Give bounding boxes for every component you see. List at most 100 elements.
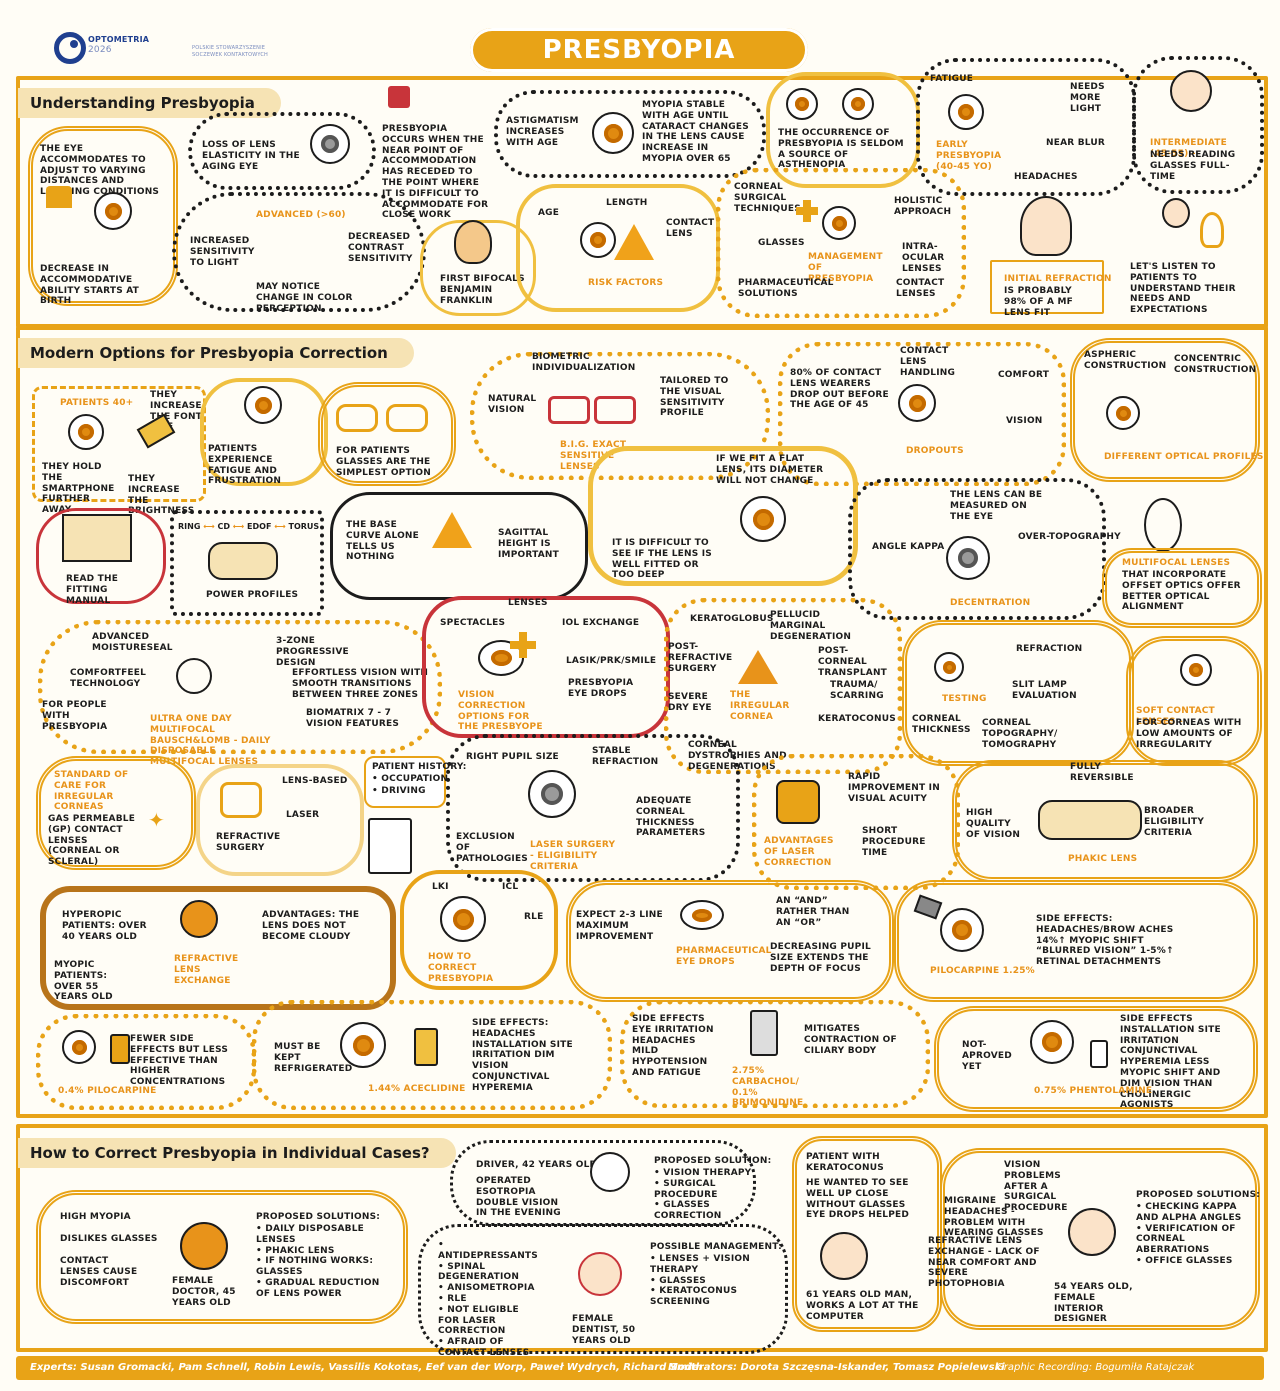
occurs-when-text: PRESBYOPIA OCCURS WHEN THE NEAR POINT OF… bbox=[382, 124, 489, 221]
decentration-cloud bbox=[848, 478, 1106, 620]
individual-frame bbox=[16, 1124, 1268, 1352]
optical-profiles-label: DIFFERENT OPTICAL PROFILES bbox=[1104, 452, 1264, 462]
book-icon bbox=[388, 86, 410, 108]
myopic-text: MYOPIC PATIENTS: OVER 55 YEARS OLD bbox=[54, 960, 113, 1003]
vision-correction-label: VISION CORRECTION OPTIONS FOR THE PRESBY… bbox=[458, 690, 543, 733]
decreased-contrast-text: DECREASED CONTRAST SENSITIVITY bbox=[348, 232, 413, 264]
patients40-box bbox=[32, 386, 206, 502]
section-understanding: Understanding Presbyopia bbox=[18, 88, 281, 118]
footer-moderators: Moderators: Dorota Szczęsna-Iskander, To… bbox=[668, 1362, 1005, 1373]
page-title: PRESBYOPIA bbox=[470, 28, 808, 72]
pellucid-text: PELLUCID MARGINAL DEGENERATION bbox=[770, 610, 852, 642]
clipboard-icon bbox=[368, 818, 412, 874]
case1-item: • PHAKIC LENS bbox=[256, 1245, 335, 1256]
accommodation-cloud bbox=[28, 126, 178, 306]
face-glasses-icon bbox=[1170, 70, 1212, 112]
phent-bottle-icon bbox=[1090, 1040, 1108, 1068]
acec-eye-icon bbox=[340, 1022, 386, 1068]
severe-dry-text: SEVERE DRY EYE bbox=[668, 692, 712, 713]
asthenopia-text: THE OCCURRENCE OF PRESBYOPIA IS SELDOM A… bbox=[778, 128, 904, 171]
aspheric-text: ASPHERIC CONSTRUCTION bbox=[1084, 350, 1167, 371]
contact-lens-text: CONTACT LENS bbox=[666, 218, 715, 239]
slit-lamp-text: SLIT LAMP EVALUATION bbox=[1012, 680, 1077, 701]
section-modern: Modern Options for Presbyopia Correction bbox=[18, 338, 414, 368]
listener-face-icon bbox=[1162, 198, 1190, 228]
carbachol-label: 2.75% CARBACHOL/ 0.1% BRIMONIDINE bbox=[732, 1066, 804, 1109]
history-bubble bbox=[364, 756, 446, 808]
patients40-label: PATIENTS 40+ bbox=[60, 398, 134, 408]
case3-left-item: • ANTIDEPRESSANTS bbox=[438, 1240, 538, 1261]
side-acec-text: SIDE EFFECTS: HEADACHES INSTALLATION SIT… bbox=[472, 1018, 573, 1093]
initial-refraction-rest: IS PROBABLY 98% OF A MF LENS FIT bbox=[1004, 286, 1074, 318]
phakic-lens-icon bbox=[1038, 800, 1142, 840]
eye-glasses-icon bbox=[592, 112, 634, 154]
eye-right-icon bbox=[842, 88, 874, 120]
dropouts-cloud bbox=[778, 342, 1066, 486]
management-eye-icon bbox=[822, 206, 856, 240]
female-dentist-avatar bbox=[578, 1252, 622, 1296]
case2-title: PROPOSED SOLUTION: bbox=[654, 1156, 772, 1166]
case5-title: PROPOSED SOLUTIONS: bbox=[1136, 1190, 1261, 1200]
bottle-icon bbox=[110, 1034, 130, 1064]
case5-migraine: MIGRAINE HEADACHES - PROBLEM WITH WEARIN… bbox=[944, 1196, 1044, 1239]
measured-text: THE LENS CAN BE MEASURED ON THE EYE bbox=[950, 490, 1043, 522]
adv-laser-label: ADVANTAGES OF LASER CORRECTION bbox=[764, 836, 834, 868]
soft-cl-text: FOR CORNEAS WITH LOW AMOUNTS OF IRREGULA… bbox=[1136, 718, 1242, 750]
offset-lens-icon bbox=[1144, 498, 1182, 552]
read-manual-text: READ THE FITTING MANUAL bbox=[66, 574, 119, 606]
case1-items: • DAILY DISPOSABLE LENSES • PHAKIC LENS … bbox=[256, 1224, 386, 1300]
glasses-cloud bbox=[318, 382, 456, 486]
case5-item: • VERIFICATION OF CORNEAL ABERRATIONS bbox=[1136, 1223, 1236, 1256]
offset-cloud bbox=[1102, 548, 1262, 628]
decentered-eye-icon bbox=[946, 536, 990, 580]
soft-cl-label: SOFT CONTACT LENSES - bbox=[1136, 706, 1215, 727]
history-item-0: • OCCUPATION bbox=[372, 774, 449, 784]
headaches-text: HEADACHES bbox=[1014, 172, 1078, 182]
case3-left-item: • AFRAID OF CONTACT LENSES bbox=[438, 1337, 530, 1358]
laser-criteria-label: LASER SURGERY - ELIGIBILITY CRITERIA bbox=[530, 840, 616, 872]
pharm-drops-cloud bbox=[566, 880, 894, 1002]
case1-cloud bbox=[36, 1190, 408, 1324]
red-glasses-right-icon bbox=[594, 396, 636, 424]
aging-eye-icon bbox=[310, 124, 350, 164]
irregular-label: THE IRREGULAR CORNEA bbox=[730, 690, 790, 722]
eye-character-icon bbox=[94, 192, 132, 230]
case1-left-0: HIGH MYOPIA bbox=[60, 1212, 131, 1222]
not-aproved-text: NOT-APROVED YET bbox=[962, 1040, 1012, 1072]
early-eye-icon bbox=[948, 94, 984, 130]
length-text: LENGTH bbox=[606, 198, 648, 208]
base-warning-icon bbox=[432, 512, 472, 548]
phentolamine-label: 0.75% PHENTOLAMINE bbox=[1034, 1086, 1153, 1096]
lens-based-text: LENS-BASED bbox=[282, 776, 348, 786]
standard-care-label: STANDARD OF CARE FOR IRREGULAR CORNEAS bbox=[54, 770, 129, 813]
manual-book-icon bbox=[62, 514, 132, 562]
intermediate-rest: NEEDS READING GLASSES FULL-TIME bbox=[1150, 150, 1236, 182]
man-computer-avatar bbox=[820, 1232, 868, 1280]
refractive-surgery-label: REFRACTIVE SURGERY bbox=[216, 832, 281, 853]
pilo04-eye-icon bbox=[62, 1030, 96, 1064]
corneal-surgical-text: CORNEAL SURGICAL TECHNIQUES bbox=[734, 182, 801, 214]
post-corneal-text: POST-CORNEAL TRANSPLANT bbox=[818, 646, 888, 678]
history-title: PATIENT HISTORY: bbox=[372, 762, 467, 772]
phakic-label: PHAKIC LENS bbox=[1068, 854, 1138, 864]
hyperopic-text: HYPEROPIC PATIENTS: OVER 40 YEARS OLD bbox=[62, 910, 147, 942]
lens-drops-icon bbox=[176, 658, 212, 694]
holistic-text: HOLISTIC APPROACH bbox=[894, 196, 952, 217]
partner-line2: SOCZEWEK KONTAKTOWYCH bbox=[192, 52, 268, 58]
biometric-text: BIOMETRIC INDIVIDUALIZATION bbox=[532, 352, 636, 373]
pilo-eye-icon bbox=[940, 908, 984, 952]
right-pupil-text: RIGHT PUPIL SIZE bbox=[466, 752, 559, 762]
sensitivity-light-text: INCREASED SENSITIVITY TO LIGHT bbox=[190, 236, 255, 268]
corneal-thickness-text: CORNEAL THICKNESS bbox=[912, 714, 971, 735]
fully-rev-text: FULLY REVERSIBLE bbox=[1070, 762, 1134, 783]
profiles-eye-icon bbox=[1106, 396, 1140, 430]
case5-cloud bbox=[940, 1148, 1260, 1330]
tired-eye-icon bbox=[244, 386, 282, 424]
side-carb-text: SIDE EFFECTS EYE IRRITATION HEADACHES MI… bbox=[632, 1014, 714, 1078]
management-cloud bbox=[716, 168, 966, 318]
corneal-topo-text: CORNEAL TOPOGRAPHY/ TOMOGRAPHY bbox=[982, 718, 1058, 750]
case5-person: 54 YEARS OLD, FEMALE INTERIOR DESIGNER bbox=[1054, 1282, 1133, 1325]
rle-label: REFRACTIVE LENS EXCHANGE bbox=[174, 954, 239, 986]
angle-kappa-text: ANGLE KAPPA bbox=[872, 542, 945, 552]
fatigue-cloud bbox=[200, 378, 328, 486]
